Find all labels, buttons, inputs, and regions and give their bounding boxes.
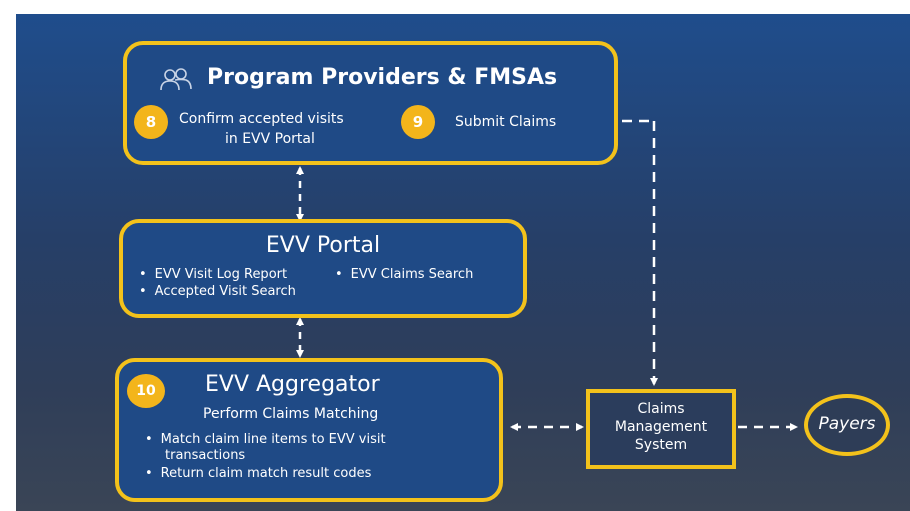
aggregator-bullet-1: • Match claim line items to EVV visit bbox=[145, 432, 386, 448]
payers-label: Payers bbox=[818, 414, 876, 434]
claims-line2: Management bbox=[614, 419, 708, 435]
portal-bullet-2: • EVV Claims Search bbox=[335, 267, 473, 283]
portal-bullet-1: • EVV Visit Log Report bbox=[139, 267, 287, 283]
portal-bullet-3: • Accepted Visit Search bbox=[139, 284, 296, 300]
claims-management-box: Claims Management System bbox=[586, 389, 736, 469]
aggregator-bullet-2-text: Return claim match result codes bbox=[160, 466, 372, 481]
claims-line3: System bbox=[634, 437, 688, 453]
people-icon bbox=[159, 67, 193, 93]
step-10-badge: 10 bbox=[127, 374, 165, 408]
aggregator-title: EVV Aggregator bbox=[205, 372, 380, 397]
aggregator-subtitle: Perform Claims Matching bbox=[203, 406, 379, 422]
portal-bullet-3-text: Accepted Visit Search bbox=[154, 284, 296, 299]
providers-title: Program Providers & FMSAs bbox=[207, 65, 558, 90]
portal-bullet-2-text: EVV Claims Search bbox=[350, 267, 474, 282]
step-9-badge: 9 bbox=[401, 105, 435, 139]
bullet-dot: • bbox=[139, 267, 147, 282]
payers-circle: Payers bbox=[804, 394, 890, 456]
bullet-dot: • bbox=[335, 267, 343, 282]
providers-box: Program Providers & FMSAs 8 Confirm acce… bbox=[123, 41, 618, 165]
bullet-dot: • bbox=[145, 432, 153, 447]
portal-bullet-1-text: EVV Visit Log Report bbox=[154, 267, 288, 282]
portal-title: EVV Portal bbox=[265, 233, 381, 258]
bullet-dot: • bbox=[145, 466, 153, 481]
aggregator-bullet-1-text: Match claim line items to EVV visit bbox=[160, 432, 386, 447]
step-8-line1: Confirm accepted visits bbox=[179, 111, 344, 127]
step-8-line2: in EVV Portal bbox=[225, 131, 315, 147]
connector-layer bbox=[296, 119, 798, 431]
bullet-dot: • bbox=[139, 284, 147, 299]
claims-line1: Claims bbox=[637, 401, 685, 417]
aggregator-bullet-1-cont: transactions bbox=[165, 448, 246, 463]
aggregator-bullet-2: • Return claim match result codes bbox=[145, 466, 371, 482]
evv-aggregator-box: 10 EVV Aggregator Perform Claims Matchin… bbox=[115, 358, 503, 502]
step-9-label: Submit Claims bbox=[455, 114, 557, 130]
top-strip bbox=[0, 0, 910, 14]
step-8-badge: 8 bbox=[134, 105, 168, 139]
diagram-canvas: Program Providers & FMSAs 8 Confirm acce… bbox=[16, 14, 910, 511]
evv-portal-box: EVV Portal • EVV Visit Log Report • EVV Cl… bbox=[119, 219, 527, 318]
